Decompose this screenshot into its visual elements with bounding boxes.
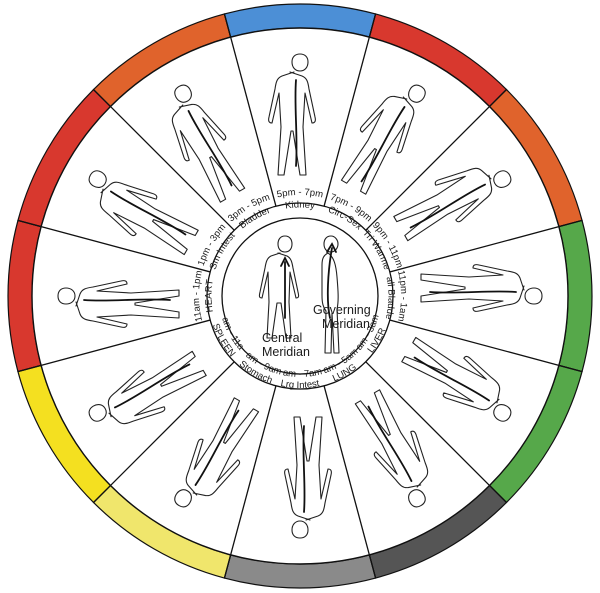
segment-divider-0 <box>17 315 225 373</box>
governing-meridian-label-line2: Meridian <box>322 317 370 331</box>
segment-divider-6 <box>375 219 583 277</box>
segment-divider-3 <box>223 13 281 221</box>
body-figure-icon-2 <box>171 84 246 203</box>
body-figure-icon-5 <box>393 167 512 242</box>
body-figure-icon-1 <box>88 170 199 256</box>
segment-divider-4 <box>319 13 377 221</box>
segment-dividers <box>17 13 583 579</box>
body-figure-icon-4 <box>340 84 426 195</box>
body-figure-icon-6 <box>420 264 543 312</box>
body-figures <box>57 53 543 539</box>
segment-divider-8 <box>354 350 507 503</box>
segment-divider-1 <box>17 219 225 277</box>
body-figure-icon-3 <box>268 53 316 176</box>
central-meridian-label-line1: Central <box>262 331 302 345</box>
segment-divider-2 <box>93 89 246 242</box>
segment-divider-11 <box>93 350 246 503</box>
governing-meridian-label-line1: Governing <box>313 303 371 317</box>
central-meridian-label-line2: Meridian <box>262 345 310 359</box>
body-figure-icon-11 <box>88 350 207 425</box>
segment-divider-7 <box>375 315 583 373</box>
segment-time-label-3: 5pm - 7pm <box>276 187 324 200</box>
governing-meridian-arrow <box>326 242 337 253</box>
segment-organ-label-9: Lrg Intest <box>280 378 321 391</box>
color-ring <box>7 3 593 589</box>
body-figure-icon-10 <box>174 397 260 508</box>
segment-organ-label-3: Kidney <box>284 199 315 211</box>
segment-time-label-0: 11am - 1pm <box>191 269 205 322</box>
central-meridian-arrow <box>280 255 290 267</box>
center-figures <box>258 235 340 354</box>
segment-divider-9 <box>319 371 377 579</box>
segment-time-label-6: 11pm - 1am <box>395 269 409 322</box>
body-figure-icon-7 <box>401 336 512 422</box>
governing-meridian-line <box>326 247 333 319</box>
body-figure-icon-9 <box>284 416 332 539</box>
body-figure-icon-8 <box>354 389 429 508</box>
segment-organ-label-0: HEART <box>203 279 215 313</box>
center-circle <box>221 217 379 375</box>
central-figure-icon <box>258 235 300 339</box>
body-figure-icon-0 <box>57 280 180 328</box>
segment-divider-5 <box>354 89 507 242</box>
segment-divider-10 <box>223 371 281 579</box>
